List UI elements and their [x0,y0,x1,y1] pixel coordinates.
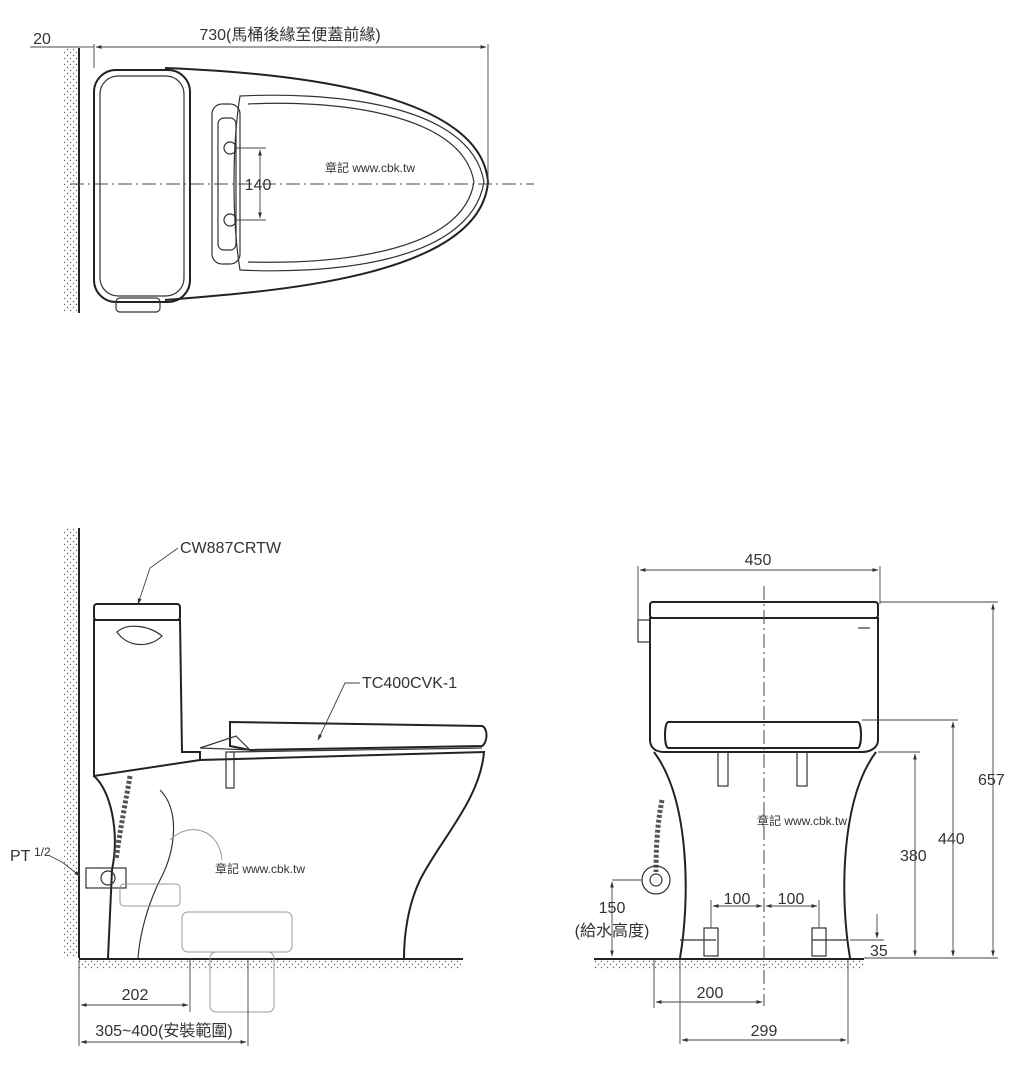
side-valve-knob-icon [100,870,116,886]
side-seat-ring [229,747,483,753]
front-floor-bolt-cap-left [703,927,719,957]
front-dim-supply-label: 150 [599,900,626,917]
front-floor-bolt-cap-right [811,927,827,957]
side-floor-hatch [79,960,463,970]
side-seat-hinge [199,735,252,751]
side-seat-label: TC400CVK-1 [362,675,457,692]
front-hinge-bolt-right [796,751,808,787]
front-dim-bolt-left-label: 100 [724,891,751,908]
top-wall-hatch [64,48,79,313]
top-dim-length-label: 730(馬桶後緣至便蓋前緣) [199,26,380,44]
front-hinge-bolt-left [717,751,729,787]
side-supply-valve [85,867,127,889]
top-bolt-upper-icon [223,141,237,155]
side-flush-button-icon [116,625,163,646]
side-tank-body [93,619,201,778]
front-side-knob [637,619,651,643]
side-dim-rough-in-label: 202 [122,987,149,1004]
side-trapway-front [137,789,175,959]
side-drain-fittings [119,829,293,1013]
side-tank-lid [93,603,181,621]
front-tank-body [649,617,879,753]
top-seat-lid [233,94,485,272]
side-wall-hatch [64,528,79,958]
front-dim-offset-label: 200 [697,985,724,1002]
front-dim-seat-label: 440 [938,831,965,848]
side-seat-lid [229,720,488,752]
front-view: 450 657 440 380 35 150 (給水高度) 100 100 [575,552,1005,1044]
front-supply-hose [653,799,665,873]
side-supply-leader [49,855,81,877]
front-dim-bolt-height-label: 35 [870,943,888,960]
front-dim-supply-note: (給水高度) [575,922,650,940]
side-seat-leader [317,682,360,741]
front-dim-base-label: 299 [751,1023,778,1040]
top-dim-bolt-label: 140 [245,177,272,194]
front-dim-height-label: 657 [978,772,1005,789]
side-bowl-front [199,750,486,959]
front-floor-hatch [594,960,864,970]
top-tank-inner [99,75,185,297]
top-watermark: 章記 www.cbk.tw [325,160,415,175]
top-view: 730(馬桶後緣至便蓋前緣) 20 140 章記 www.cbk.tw [30,26,534,313]
front-bowl-left [653,751,687,959]
side-watermark: 章記 www.cbk.tw [215,861,305,876]
side-view: CW887CRTW TC400CVK-1 PT 1/2 章記 www.cbk.t… [10,528,488,1046]
front-seat [664,721,862,749]
top-bolt-lower-icon [223,213,237,227]
front-bowl-right [843,751,877,959]
side-supply-hose [113,775,133,861]
side-dim-range-label: 305~400(安裝範圍) [95,1022,232,1040]
top-supply-knob [115,297,161,313]
side-supply-label: PT [10,848,31,865]
front-watermark: 章記 www.cbk.tw [757,813,847,828]
front-valve-core-icon [649,873,663,887]
side-tank-leader [137,547,179,605]
side-trapway-rear [93,775,116,959]
front-dim-width-label: 450 [745,552,772,569]
top-dim-wall-gap-label: 20 [33,31,51,48]
front-dim-bolt-right-label: 100 [778,891,805,908]
side-supply-fraction: 1/2 [34,845,51,859]
top-tank-outline [93,69,191,303]
top-seat-inner-edge [247,102,475,263]
side-hinge-bolt [225,751,235,789]
side-tank-label: CW887CRTW [180,540,282,557]
front-dim-bowl-label: 380 [900,848,927,865]
